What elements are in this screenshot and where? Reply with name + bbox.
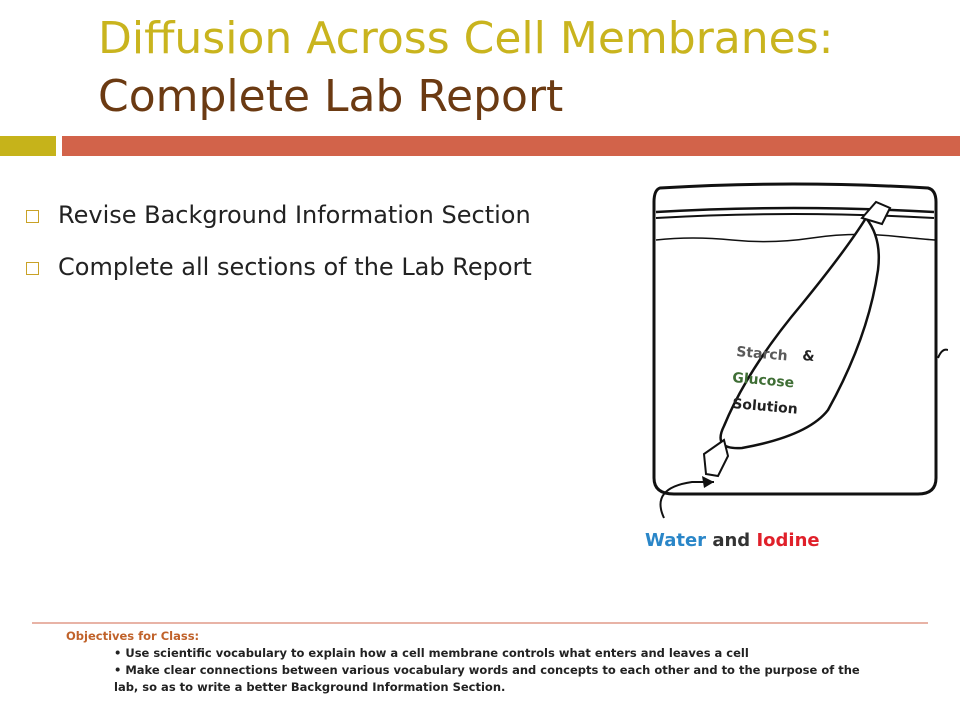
- objectives-heading: Objectives for Class:: [66, 629, 200, 643]
- label-amp: &: [802, 348, 816, 365]
- arrow: [659, 481, 714, 519]
- jar-diagram: Starch & Glucose Solution: [652, 182, 948, 519]
- membrane-bag: [719, 215, 880, 450]
- slide-title: Diffusion Across Cell Membranes: Complet…: [98, 10, 938, 126]
- label-solution: Solution: [732, 396, 799, 418]
- caption-iodine: Iodine: [756, 530, 820, 551]
- bullet-square-icon: [26, 262, 39, 275]
- diagram-caption: Water and Iodine: [645, 530, 820, 551]
- objective-item: • Make clear connections between various…: [114, 663, 860, 694]
- jar-outline: [652, 182, 938, 496]
- caption-water: Water: [645, 530, 707, 551]
- bullet-text: Complete all sections of the Lab Report: [58, 253, 532, 281]
- bullet-list: Revise Background Information Section Co…: [26, 196, 646, 300]
- accent-bar-gold: [0, 136, 56, 156]
- bullet-text: Revise Background Information Section: [58, 201, 531, 229]
- bullet-item: Revise Background Information Section: [26, 196, 646, 234]
- label-starch: Starch: [736, 344, 789, 364]
- objective-item: • Use scientific vocabulary to explain h…: [114, 646, 749, 660]
- bullet-item: Complete all sections of the Lab Report: [26, 248, 646, 286]
- label-glucose: Glucose: [732, 370, 795, 391]
- accent-bar-red: [62, 136, 960, 156]
- title-line-1: Diffusion Across Cell Membranes:: [98, 13, 834, 64]
- title-line-2: Complete Lab Report: [98, 71, 564, 122]
- bullet-square-icon: [26, 210, 39, 223]
- objectives-footer: Objectives for Class: • Use scientific v…: [66, 628, 886, 696]
- caption-and: and: [712, 530, 751, 551]
- water-surface: [655, 233, 937, 243]
- footer-divider: [32, 622, 928, 624]
